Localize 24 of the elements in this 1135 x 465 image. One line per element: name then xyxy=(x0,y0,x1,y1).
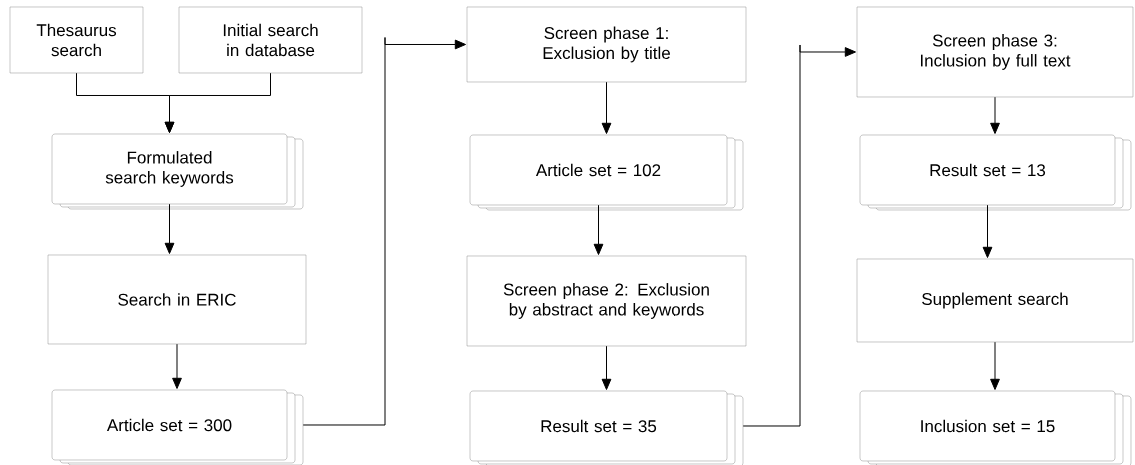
arrow xyxy=(593,204,604,255)
arrow xyxy=(164,203,175,254)
stacked-document-box: Article set = 102 xyxy=(469,134,744,211)
arrow xyxy=(982,204,993,258)
arrow xyxy=(601,345,612,390)
arrow xyxy=(742,44,856,427)
process-box: Screen phase 1: Exclusion by title xyxy=(466,6,747,83)
process-box: Search in ERIC xyxy=(47,254,307,345)
arrow xyxy=(990,341,1000,390)
stacked-document-box: Result set = 13 xyxy=(859,134,1132,211)
stacked-document-box: Article set = 300 xyxy=(51,389,304,465)
process-box: Initial search in database xyxy=(178,6,363,74)
stacked-document-box: Result set = 35 xyxy=(469,390,744,465)
stacked-document-box: Inclusion set = 15 xyxy=(859,390,1132,465)
process-box: Thesaurus search xyxy=(9,6,144,74)
arrow xyxy=(302,37,466,426)
process-box: Screen phase 3: Inclusion by full text xyxy=(856,6,1134,98)
stacked-document-box: Formulated search keywords xyxy=(51,133,304,210)
process-box: Supplement search xyxy=(856,258,1134,343)
arrow xyxy=(172,343,182,389)
arrow xyxy=(164,72,271,133)
arrow xyxy=(601,81,612,134)
arrow xyxy=(990,96,1000,134)
process-box: Screen phase 2: Exclusion by abstract and keywords xyxy=(466,255,747,347)
